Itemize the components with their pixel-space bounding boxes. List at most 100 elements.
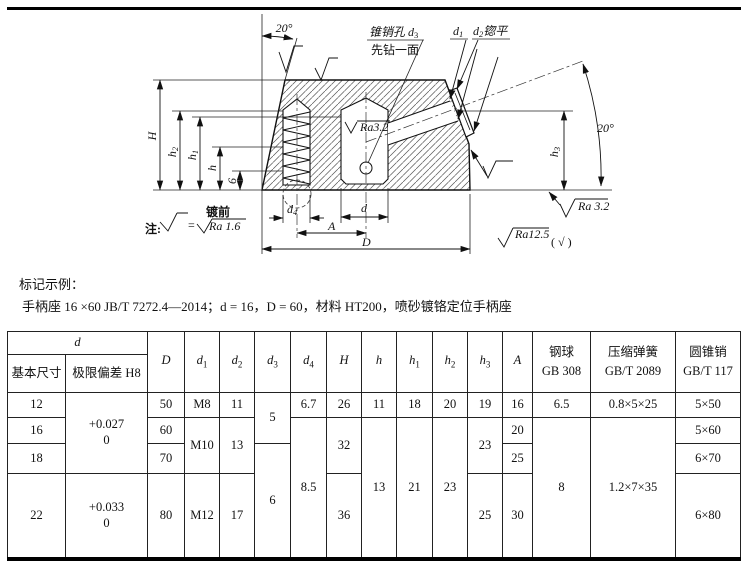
cell: 23 [467,417,503,474]
dimension-lines [156,32,605,253]
table-row: 16 60 M10 13 8.5 32 13 21 23 23 20 8 1.2… [7,417,741,558]
dim-A: A [327,219,336,233]
surface-finish-icons [159,45,608,248]
cell: 30 [502,473,533,558]
cell: 21 [396,417,433,558]
col-header-h: h [361,331,397,393]
ra-general-label: Ra12.5 [514,227,549,241]
ra-general-paren: ( √ ) [551,235,572,249]
cell: 12 [7,392,66,418]
d1-callout: d1 [453,24,463,39]
cell: 32 [326,417,362,474]
cell: M12 [184,473,220,558]
cell: 6×80 [675,473,741,558]
centerlines [296,60,584,238]
cell: 6×70 [675,443,741,474]
cell: 17 [219,473,255,558]
cell: 18 [396,392,433,418]
spring-hole [282,98,311,186]
angle-right-label: 20° [597,121,614,135]
d2-callout: d2锪平 [473,24,509,39]
finish-icon-general [497,227,549,248]
cell: 13 [219,417,255,474]
cell: M10 [184,417,220,474]
angled-hole [388,101,458,145]
col-header-D: D [147,331,185,393]
col-header-H: H [326,331,362,393]
ra-bore-label: Ra3.2 [359,120,388,134]
note-plating: 镀前 [206,204,230,219]
cell: 26 [326,392,362,418]
cell: 23 [432,417,468,558]
col-header-h2: h2 [432,331,468,393]
col-header-d4: d4 [290,331,327,393]
cell: 1.2×7×35 [590,417,676,558]
cell: 25 [467,473,503,558]
cell: 60 [147,417,185,444]
col-header-d3: d3 [254,331,291,393]
cell: 36 [326,473,362,558]
finish-icon-note-right [196,218,246,234]
col-header-basic-size: 基本尺寸 [7,354,66,393]
cell: 22 [7,473,66,558]
col-header-d2: d2 [219,331,255,393]
finish-icon-bore [344,120,390,134]
cell: 16 [502,392,533,418]
cell: 80 [147,473,185,558]
cell: 5 [254,392,291,444]
dim-h3: h3 [547,147,562,157]
cell: 16 [7,417,66,444]
extension-lines [153,14,612,254]
dim-six: 6 [225,178,239,184]
page-top-rule [7,7,741,10]
note-equals: = [188,218,195,232]
dim-H: H [145,130,159,141]
dim-h: h [205,165,219,171]
cell: M8 [184,392,220,418]
cell: 70 [147,443,185,474]
angle-top-label: 20° [276,21,293,35]
dim-D: D [361,235,371,249]
cell: 6.5 [532,392,591,418]
col-header-d-group: d [7,331,148,355]
cell: 0.8×5×25 [590,392,676,418]
pin-hole-label: 锥销孔 d3 [369,25,418,40]
angled-hole-walls [387,100,459,146]
cell: 5×60 [675,417,741,444]
cell: 19 [467,392,503,418]
note-prefix: 注: [145,221,161,236]
cell: 8.5 [290,417,327,558]
col-header-deviation: 极限偏差 H8 [65,354,148,393]
finish-icon-note-left [159,212,188,232]
designation-example: 手柄座 16 ×60 JB/T 7272.4—2014；d = 16，D = 6… [22,299,512,314]
ra-base-label: Ra 3.2 [577,199,609,213]
technical-drawing: 20° 20° 锥销孔 d3 先钻一面 d1 d2锪平 Ra3.2 Ra 3.2… [145,14,614,254]
cell: 11 [361,392,397,418]
col-header-A: A [502,331,533,393]
col-header-d1: d1 [184,331,220,393]
note-ra: Ra 1.6 [208,219,240,233]
cell: 50 [147,392,185,418]
cell: 5×50 [675,392,741,418]
table-row: 12 +0.027 0 50 M8 11 5 6.7 26 11 18 20 1… [7,392,741,474]
dim-h2: h2 [165,146,180,157]
center-hole [340,97,389,185]
cell: 6 [254,443,291,558]
dim-h1: h1 [185,150,200,160]
finish-icon-base [559,198,608,219]
cell: 20 [432,392,468,418]
drill-first-label: 先钻一面 [371,42,419,57]
table-row: 22 +0.033 0 80 M12 17 36 25 30 6×80 [7,473,741,558]
finish-icon-right-face [482,160,513,180]
dim-d4: d4 [287,202,298,217]
col-header-h1: h1 [396,331,433,393]
cell: 18 [7,443,66,474]
cell: 6.7 [290,392,327,418]
marking-example-label: 标记示例： [19,277,85,292]
